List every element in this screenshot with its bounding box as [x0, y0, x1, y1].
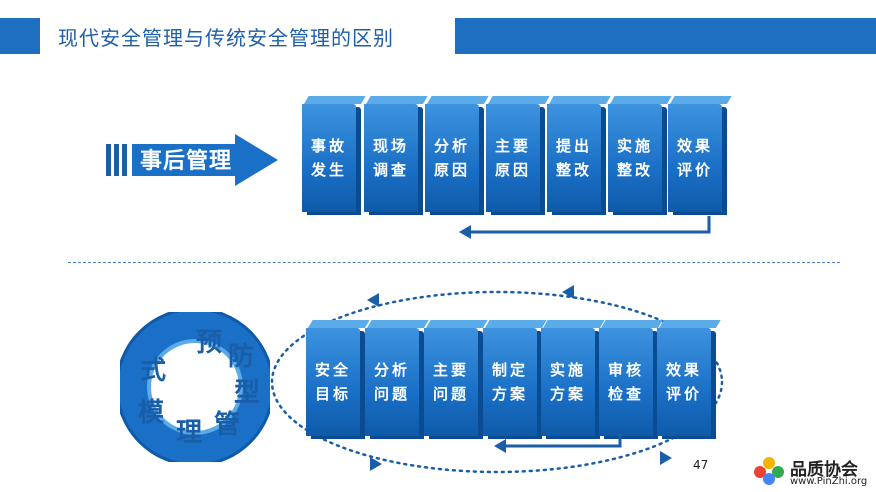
bottom-step-6: 审核 检查 — [599, 328, 653, 436]
top-step-4: 主要 原因 — [486, 104, 540, 212]
step-text: 检查 — [607, 385, 644, 403]
step-text: 整改 — [555, 161, 592, 179]
step-text: 目标 — [314, 385, 351, 403]
step-text: 问题 — [432, 385, 469, 403]
top-step-7: 效果 评价 — [668, 104, 722, 212]
page-number: 47 — [693, 458, 709, 472]
bottom-step-3: 主要 问题 — [424, 328, 478, 436]
bottom-step-1: 安全 目标 — [306, 328, 360, 436]
step-text: 效果 — [676, 137, 713, 155]
top-step-3: 分析 原因 — [425, 104, 479, 212]
logo-flower-icon — [754, 457, 784, 485]
step-text: 方案 — [549, 385, 586, 403]
step-text: 制定 — [491, 361, 528, 379]
step-text: 审核 — [607, 361, 644, 379]
prevention-mode-ring — [120, 312, 270, 462]
step-text: 方案 — [491, 385, 528, 403]
bottom-step-2: 分析 问题 — [365, 328, 419, 436]
ring-char: 防 — [228, 342, 255, 372]
step-text: 实施 — [616, 137, 653, 155]
post-event-arrow — [106, 134, 278, 186]
cycle-dotted-ellipse — [270, 285, 724, 474]
step-text: 原因 — [433, 161, 470, 179]
ring-char: 管 — [214, 410, 241, 440]
step-text: 评价 — [665, 385, 702, 403]
step-text: 分析 — [373, 361, 410, 379]
page-title: 现代安全管理与传统安全管理的区别 — [58, 26, 394, 50]
bottom-feedback-arrow — [494, 434, 622, 453]
top-step-2: 现场 调查 — [364, 104, 418, 212]
title-accent-left — [0, 18, 40, 54]
step-text: 主要 — [432, 361, 469, 379]
ring-char: 型 — [234, 378, 261, 408]
ring-char: 预 — [196, 328, 223, 358]
step-text: 提出 — [555, 137, 592, 155]
top-step-1: 事故 发生 — [302, 104, 356, 212]
bottom-step-4: 制定 方案 — [483, 328, 537, 436]
step-text: 主要 — [494, 137, 531, 155]
ring-char: 理 — [176, 418, 203, 448]
top-step-6: 实施 整改 — [608, 104, 662, 212]
step-text: 发生 — [310, 161, 347, 179]
post-event-label: 事后管理 — [140, 149, 233, 174]
step-text: 安全 — [314, 361, 351, 379]
top-step-5: 提出 整改 — [547, 104, 601, 212]
step-text: 分析 — [433, 137, 470, 155]
step-text: 评价 — [676, 161, 713, 179]
ring-char: 模 — [138, 398, 165, 428]
step-text: 整改 — [616, 161, 653, 179]
bottom-step-7: 效果 评价 — [657, 328, 711, 436]
step-text: 现场 — [372, 137, 409, 155]
logo-name: 品质协会 — [790, 460, 858, 480]
top-feedback-arrow — [459, 216, 711, 239]
step-text: 实施 — [549, 361, 586, 379]
logo-url: www.PinZhi.org — [790, 476, 868, 487]
section-divider — [68, 262, 840, 263]
step-text: 原因 — [494, 161, 531, 179]
title-accent-right — [455, 18, 876, 54]
bottom-step-5: 实施 方案 — [541, 328, 595, 436]
step-text: 效果 — [665, 361, 702, 379]
ring-char: 式 — [140, 356, 167, 386]
step-text: 事故 — [310, 137, 347, 155]
step-text: 问题 — [373, 385, 410, 403]
step-text: 调查 — [372, 161, 409, 179]
